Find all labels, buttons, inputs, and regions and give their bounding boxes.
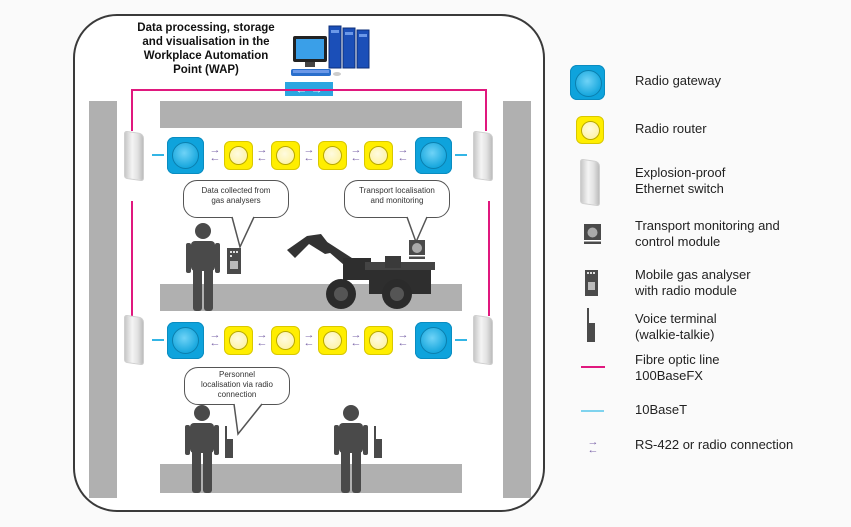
transport-module-icon	[409, 240, 425, 259]
tenbase-link	[152, 339, 164, 341]
tenbase-link	[455, 339, 467, 341]
legend-label: Transport monitoring and control module	[635, 218, 780, 250]
legend-label-line: Ethernet switch	[635, 181, 724, 196]
legend-label: Voice terminal (walkie-talkie)	[635, 311, 717, 343]
miner-figure	[185, 405, 219, 493]
miner-figure	[186, 223, 220, 311]
radio-gateway	[167, 322, 204, 359]
radio-router	[318, 326, 347, 355]
wap-title-line: Workplace Automation	[143, 50, 269, 62]
legend-label: Radio gateway	[635, 73, 721, 88]
legend-label-line: Explosion-proof	[635, 165, 726, 180]
radio-router	[224, 326, 253, 355]
rs422-arrows-icon: →←	[350, 329, 362, 349]
fibre-line-top	[131, 89, 487, 91]
bubble-text: connection	[217, 390, 257, 399]
rs422-arrows-icon: →←	[350, 144, 362, 164]
bubble-pointer	[231, 216, 255, 250]
ethernet-switch	[124, 314, 144, 366]
rs422-arrows-icon: →←	[256, 144, 268, 164]
transport-module-icon	[584, 224, 601, 244]
bubble-transport: Transport localisation and monitoring	[344, 180, 450, 218]
gas-analyser-icon	[227, 248, 241, 274]
mining-loader-vehicle	[287, 234, 435, 309]
walkie-talkie-icon	[587, 308, 595, 342]
radio-router	[224, 141, 253, 170]
legend-label: Mobile gas analyser with radio module	[635, 267, 751, 299]
fibre-line-right-mid	[488, 201, 490, 316]
wap-title: Data processing, storage and visualisati…	[122, 21, 290, 77]
ethernet-switch	[473, 130, 493, 182]
rs422-arrows-icon: →←	[209, 329, 221, 349]
bubble-text: Transport localisation	[359, 186, 435, 195]
bubble-text: and monitoring	[370, 196, 424, 205]
miner-figure	[334, 405, 368, 493]
rs422-arrows-icon: →←	[209, 144, 221, 164]
fibre-line-right-top	[485, 89, 487, 131]
fibre-line-left-top	[131, 89, 133, 131]
bubble-gas-data: Data collected from gas analysers	[183, 180, 289, 218]
bubble-personnel: Personnel localisation via radio connect…	[184, 367, 290, 405]
radio-router	[271, 326, 300, 355]
computer-server-icon	[289, 24, 379, 80]
rs422-arrows-icon: →←	[587, 436, 599, 456]
legend-label-line: Transport monitoring and	[635, 218, 780, 233]
ethernet-switch-icon	[580, 158, 600, 207]
bubble-text: gas analysers	[211, 196, 261, 205]
legend-label-line: (walkie-talkie)	[635, 327, 715, 342]
rs422-arrows-icon: →←	[397, 144, 409, 164]
tunnel-wall-left	[89, 101, 117, 498]
wap-title-line: Data processing, storage	[137, 22, 275, 34]
legend-label: 10BaseT	[635, 402, 688, 417]
tenbase-link	[152, 154, 164, 156]
radio-router	[318, 141, 347, 170]
radio-gateway	[415, 322, 452, 359]
radio-router	[271, 141, 300, 170]
mine-layout-frame	[73, 14, 545, 512]
legend-label: Explosion-proof Ethernet switch	[635, 165, 725, 197]
10baset-line-icon	[581, 410, 604, 412]
rs422-arrows-icon: →←	[397, 329, 409, 349]
ethernet-switch	[124, 130, 144, 182]
legend-label: Fibre optic line 100BaseFX	[635, 352, 720, 384]
legend-label: Radio router	[635, 121, 707, 136]
walkie-talkie-icon	[225, 426, 233, 458]
legend-label-line: Voice terminal	[635, 311, 717, 326]
tenbase-link	[455, 154, 467, 156]
bubble-text: Personnel	[218, 370, 256, 379]
legend-label-line: Fibre optic line	[635, 352, 720, 367]
radio-gateway-icon	[570, 65, 605, 100]
tunnel-wall-right	[503, 101, 531, 498]
rs422-arrows-icon: →←	[256, 329, 268, 349]
fibre-line-left-mid	[131, 201, 133, 316]
radio-router	[364, 141, 393, 170]
wap-title-line: Point (WAP)	[173, 64, 239, 76]
fibre-line-icon	[581, 366, 605, 368]
bubble-text: Data collected from	[201, 186, 271, 195]
radio-gateway	[415, 137, 452, 174]
legend-label-line: control module	[635, 234, 721, 249]
rs422-arrows-icon: →←	[303, 144, 315, 164]
legend-label-line: with radio module	[635, 283, 737, 298]
wap-title-line: and visualisation in the	[142, 36, 270, 48]
legend-label: RS-422 or radio connection	[635, 437, 794, 452]
legend-label-line: 100BaseFX	[635, 368, 703, 383]
legend-label-line: Mobile gas analyser	[635, 267, 751, 282]
ethernet-switch	[473, 314, 493, 366]
tunnel-wall-top	[160, 101, 462, 128]
radio-router	[364, 326, 393, 355]
rs422-arrows-icon: →←	[303, 329, 315, 349]
radio-gateway	[167, 137, 204, 174]
radio-router-icon	[576, 116, 604, 144]
bubble-pointer	[233, 403, 263, 436]
walkie-talkie-icon	[374, 426, 382, 458]
bubble-text: localisation via radio	[200, 380, 274, 389]
gas-analyser-icon	[585, 270, 598, 296]
